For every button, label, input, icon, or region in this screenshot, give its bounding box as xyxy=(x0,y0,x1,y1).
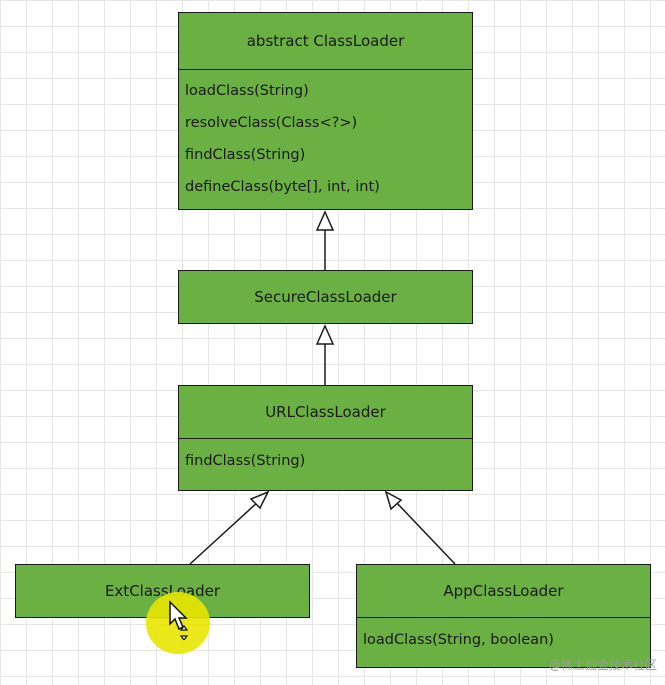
class-name: URLClassLoader xyxy=(265,403,386,421)
move-cursor-icon xyxy=(169,600,189,640)
method-item: findClass(String) xyxy=(185,147,306,163)
method-list: findClass(String) xyxy=(179,438,472,477)
class-box-secureclassloader: SecureClassLoader xyxy=(178,270,473,324)
class-box-urlclassloader: URLClassLoader findClass(String) xyxy=(178,385,473,491)
method-item: loadClass(String) xyxy=(185,83,309,99)
watermark: @稀土掘金技术社区 xyxy=(548,658,657,672)
method-item: resolveClass(Class<?>) xyxy=(185,115,358,131)
method-item: findClass(String) xyxy=(185,453,306,469)
class-name: AppClassLoader xyxy=(443,582,564,600)
arrowhead-url-right xyxy=(384,490,403,511)
arrowhead-classloader xyxy=(315,210,335,231)
class-name: SecureClassLoader xyxy=(254,287,397,306)
arrowhead-secure xyxy=(315,324,335,345)
method-item: defineClass(byte[], int, int) xyxy=(185,179,380,195)
class-name: abstract ClassLoader xyxy=(246,32,405,50)
method-list: loadClass(String) resolveClass(Class<?>)… xyxy=(179,69,472,203)
arrowhead-url-left xyxy=(249,490,270,510)
arrow-app-to-url xyxy=(394,500,456,565)
class-box-classloader: abstract ClassLoader loadClass(String) r… xyxy=(178,12,473,210)
arrow-ext-to-url xyxy=(189,500,260,565)
method-list: loadClass(String, boolean) xyxy=(357,617,650,656)
class-box-appclassloader: AppClassLoader loadClass(String, boolean… xyxy=(356,564,651,668)
method-item: loadClass(String, boolean) xyxy=(363,632,554,648)
